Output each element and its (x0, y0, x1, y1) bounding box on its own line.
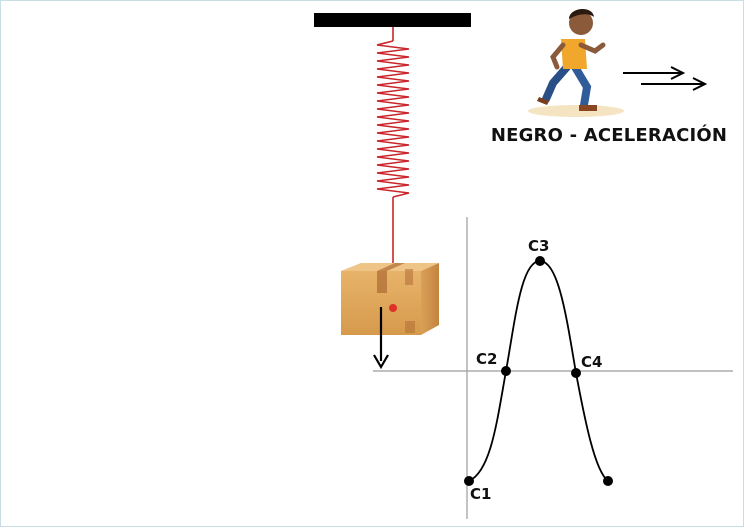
point-end (603, 476, 613, 486)
label-c3: C3 (528, 237, 549, 255)
label-c4: C4 (581, 353, 602, 371)
point-c2 (501, 366, 511, 376)
cardboard-box-icon (341, 263, 439, 335)
legend-label: NEGRO - ACELERACIÓN (490, 125, 728, 146)
running-boy-icon (528, 8, 624, 117)
point-c4 (571, 368, 581, 378)
ceiling-bar (314, 13, 471, 27)
spring (376, 27, 410, 263)
point-c1 (464, 476, 474, 486)
label-c2: C2 (476, 350, 497, 368)
double-right-arrow-icon (623, 66, 708, 91)
label-c1: C1 (470, 485, 491, 503)
point-c3 (535, 256, 545, 266)
